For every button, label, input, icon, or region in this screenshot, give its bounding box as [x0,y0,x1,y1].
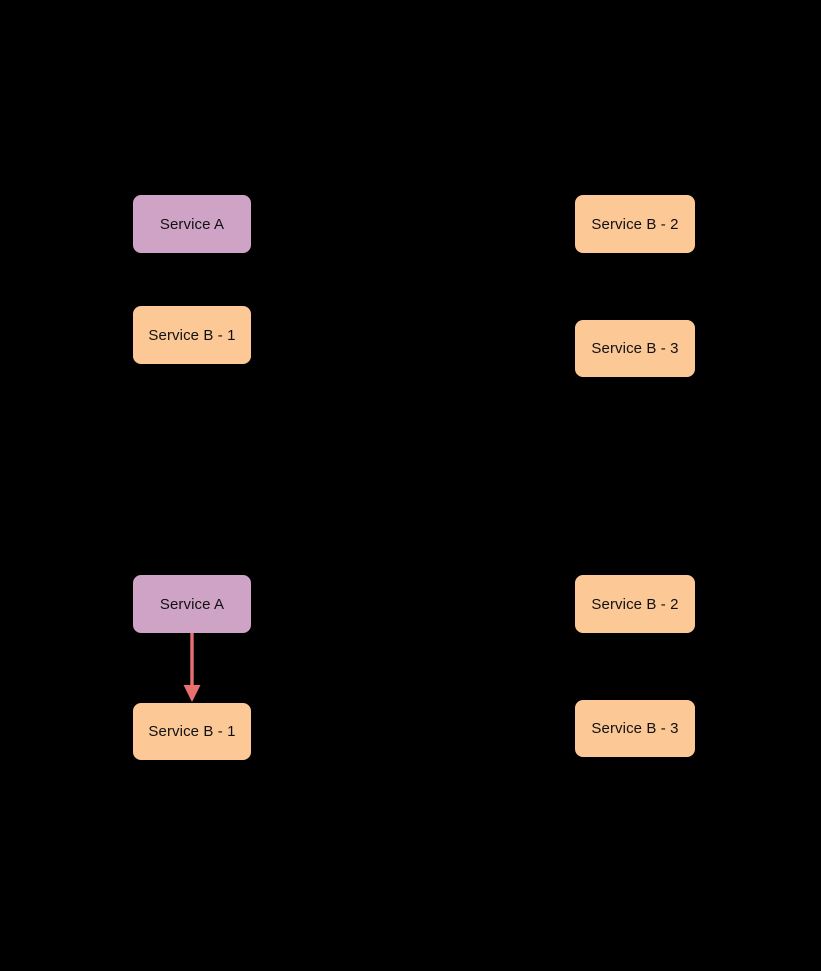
node-service-a-bottom[interactable]: Service A [133,575,251,633]
node-label: Service B - 2 [591,595,679,613]
node-service-b-3-top[interactable]: Service B - 3 [575,320,695,377]
arrowhead-icon [183,685,201,702]
node-label: Service B - 1 [148,326,236,344]
node-service-b-3-bottom[interactable]: Service B - 3 [575,700,695,757]
node-service-b-2-bottom[interactable]: Service B - 2 [575,575,695,633]
node-service-b-2-top[interactable]: Service B - 2 [575,195,695,253]
node-label: Service A [159,215,225,233]
node-label: Service A [159,595,225,613]
node-label: Service B - 3 [591,340,679,357]
node-label: Service B - 3 [591,720,679,737]
node-service-b-1-top[interactable]: Service B - 1 [133,306,251,364]
node-service-a-top[interactable]: Service A [133,195,251,253]
node-label: Service B - 1 [148,723,236,740]
node-label: Service B - 2 [591,215,679,233]
node-service-b-1-bottom[interactable]: Service B - 1 [133,703,251,760]
